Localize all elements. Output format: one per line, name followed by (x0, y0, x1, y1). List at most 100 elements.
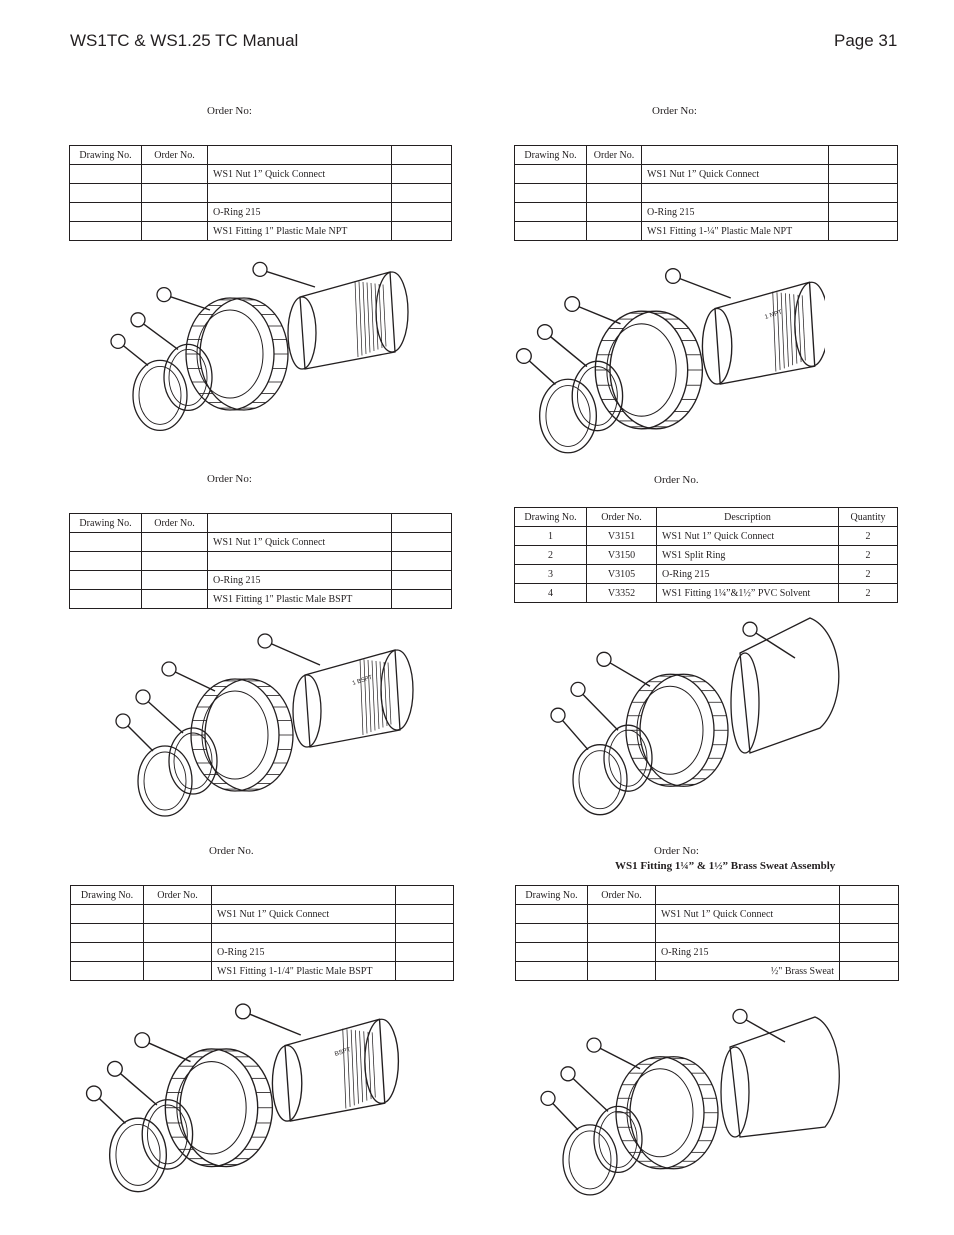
table-row: O-Ring 215 (69, 202, 452, 222)
header-cell: Drawing No. (69, 145, 142, 165)
quantity-cell (391, 164, 452, 184)
split-ring-part (603, 724, 653, 792)
callout-circle (536, 323, 553, 341)
drawing-no-cell (69, 183, 142, 203)
callout-circle (515, 347, 532, 365)
description-cell: O-Ring 215 (211, 942, 396, 962)
header-cell (641, 145, 829, 165)
table-row: WS1 Fitting 1" Plastic Male NPT (69, 221, 452, 241)
order-no-cell: V3352 (586, 583, 657, 603)
order-no-cell (586, 164, 642, 184)
callout-circle (550, 707, 566, 723)
order-no-cell (141, 221, 208, 241)
callout-circle (540, 1090, 556, 1107)
description-cell: WS1 Nut 1” Quick Connect (211, 904, 396, 924)
fitting-assembly-figure: 1 BSPT (105, 625, 415, 825)
header-cell: Order No. (586, 145, 642, 165)
header-cell: Quantity (838, 507, 898, 527)
quantity-cell: 2 (838, 583, 898, 603)
quantity-cell (828, 202, 898, 222)
table-row: O-Ring 215 (514, 202, 898, 222)
order-no-cell (141, 589, 208, 609)
header-cell: Order No. (587, 885, 656, 905)
description-cell: WS1 Fitting 1-1/4" Plastic Male BSPT (211, 961, 396, 981)
order-no-cell (143, 923, 212, 943)
drawing-no-cell (515, 942, 588, 962)
table-header-row: Drawing No. Order No. Description Quanti… (514, 507, 898, 527)
exploded-view-drawing: BSPT (85, 1003, 400, 1193)
quantity-cell (395, 961, 454, 981)
callout-circle (85, 1085, 102, 1102)
order-no-cell: V3151 (586, 526, 657, 546)
description-cell: WS1 Fitting 1" Plastic Male NPT (207, 221, 392, 241)
table-row: O-Ring 215 (515, 942, 899, 962)
header-cell: Order No. (141, 513, 208, 533)
table-header-row: Drawing No. Order No. (514, 145, 898, 165)
table-row: WS1 Fitting 1-¼" Plastic Male NPT (514, 221, 898, 241)
order-no-cell (141, 202, 208, 222)
description-cell: O-Ring 215 (655, 942, 840, 962)
order-label: Order No: (207, 105, 252, 117)
order-no-cell (143, 961, 212, 981)
split-ring-part (168, 727, 218, 795)
o-ring-part (538, 378, 598, 454)
callout-circle (564, 295, 581, 313)
header-cell: Drawing No. (69, 513, 142, 533)
callout-circle (742, 621, 758, 637)
o-ring-part (132, 359, 188, 432)
table-row: O-Ring 215 (70, 942, 454, 962)
manual-title: WS1TC & WS1.25 TC Manual (70, 31, 299, 50)
order-no-cell (587, 961, 656, 981)
drawing-no-cell: 2 (514, 545, 587, 565)
quantity-cell (828, 183, 898, 203)
split-ring-part (593, 1105, 643, 1174)
parts-table: Drawing No. Order No. WS1 Nut 1” Quick C… (70, 885, 454, 981)
table-header-row: Drawing No. Order No. (69, 145, 452, 165)
header-cell: Drawing No. (70, 885, 144, 905)
description-cell: WS1 Nut 1” Quick Connect (207, 164, 392, 184)
quantity-cell (391, 551, 452, 571)
table-row: WS1 Nut 1” Quick Connect (70, 904, 454, 924)
header-cell (395, 885, 454, 905)
quantity-cell (839, 961, 899, 981)
header-cell: Order No. (141, 145, 208, 165)
order-no-cell (143, 904, 212, 924)
parts-table: Drawing No. Order No. WS1 Nut 1” Quick C… (69, 513, 452, 609)
description-cell: WS1 Fitting 1" Plastic Male BSPT (207, 589, 392, 609)
drawing-no-cell (70, 961, 144, 981)
table-row: WS1 Nut 1” Quick Connect (514, 164, 898, 184)
description-cell: ½" Brass Sweat (655, 961, 840, 981)
order-no-cell (587, 904, 656, 924)
table-row: 2 V3150 WS1 Split Ring 2 (514, 545, 898, 565)
table-row: WS1 Fitting 1-1/4" Plastic Male BSPT (70, 961, 454, 981)
quantity-cell: 2 (838, 545, 898, 565)
callout-circle (130, 312, 146, 328)
table-row: 3 V3105 O-Ring 215 2 (514, 564, 898, 584)
fitting-stamp-text: BSPT (334, 1046, 352, 1058)
table-row: 4 V3352 WS1 Fitting 1¼”&1½” PVC Solvent … (514, 583, 898, 603)
header-cell: Drawing No. (515, 885, 588, 905)
order-no-cell (141, 551, 208, 571)
drawing-no-cell (69, 202, 142, 222)
table-row (69, 183, 452, 203)
callout-circle (110, 333, 126, 350)
header-cell (655, 885, 840, 905)
table-row: WS1 Nut 1” Quick Connect (69, 164, 452, 184)
description-cell (207, 183, 392, 203)
exploded-view-drawing: 1 BSPT (115, 633, 414, 817)
callout-circle (586, 1037, 602, 1053)
o-ring-part (562, 1124, 618, 1196)
description-cell: WS1 Nut 1” Quick Connect (656, 526, 839, 546)
order-label: Order No: (654, 845, 699, 857)
drawing-no-cell (69, 221, 142, 241)
drawing-no-cell: 4 (514, 583, 587, 603)
section-subtitle: WS1 Fitting 1¼” & 1½” Brass Sweat Assemb… (615, 860, 836, 872)
page-number: Page 31 (834, 31, 898, 50)
quantity-cell (839, 904, 899, 924)
order-no-cell (586, 183, 642, 203)
drawing-no-cell (514, 202, 587, 222)
split-ring-part (141, 1099, 194, 1170)
quantity-cell (395, 942, 454, 962)
description-cell: WS1 Fitting 1-¼" Plastic Male NPT (641, 221, 829, 241)
drawing-no-cell (70, 942, 144, 962)
